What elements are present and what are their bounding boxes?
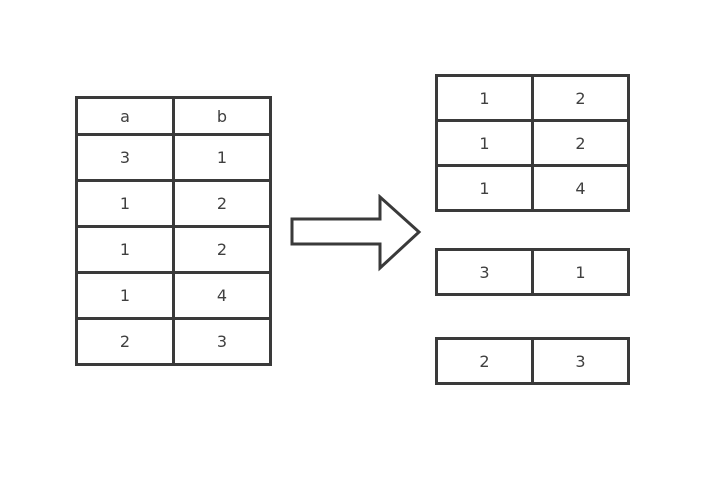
group-table-1: 1 2 1 2 1 4 [435, 74, 630, 212]
table-cell: 2 [531, 74, 630, 122]
table-row: 2 3 [435, 337, 630, 385]
table-cell: 1 [435, 119, 534, 167]
table-cell: 1 [435, 164, 534, 212]
table-cell: 2 [172, 179, 272, 228]
right-arrow-icon [290, 193, 422, 272]
group-table-3: 2 3 [435, 337, 630, 385]
table-row: 1 4 [435, 164, 630, 212]
table-cell: 1 [75, 271, 175, 320]
table-row: 2 3 [75, 317, 272, 366]
table-cell: 2 [172, 225, 272, 274]
table-row: 1 2 [435, 119, 630, 167]
table-cell: 2 [531, 119, 630, 167]
table-row: 1 2 [75, 179, 272, 228]
table-cell: 3 [531, 337, 630, 385]
table-cell: 4 [172, 271, 272, 320]
table-cell: 3 [435, 248, 534, 296]
table-cell: 3 [172, 317, 272, 366]
table-row: 3 1 [435, 248, 630, 296]
table-header-row: a b [75, 96, 272, 136]
table-row: 1 2 [75, 225, 272, 274]
table-cell: 1 [435, 74, 534, 122]
table-cell: 4 [531, 164, 630, 212]
group-table-2: 3 1 [435, 248, 630, 296]
table-cell: 2 [435, 337, 534, 385]
table-row: 3 1 [75, 133, 272, 182]
table-row: 1 2 [435, 74, 630, 122]
table-cell: 3 [75, 133, 175, 182]
table-cell: 1 [172, 133, 272, 182]
table-cell: 2 [75, 317, 175, 366]
table-cell: 1 [531, 248, 630, 296]
table-cell: 1 [75, 225, 175, 274]
table-row: 1 4 [75, 271, 272, 320]
column-header-a: a [75, 96, 175, 136]
source-table: a b 3 1 1 2 1 2 1 4 2 3 [75, 96, 272, 366]
table-cell: 1 [75, 179, 175, 228]
column-header-b: b [172, 96, 272, 136]
